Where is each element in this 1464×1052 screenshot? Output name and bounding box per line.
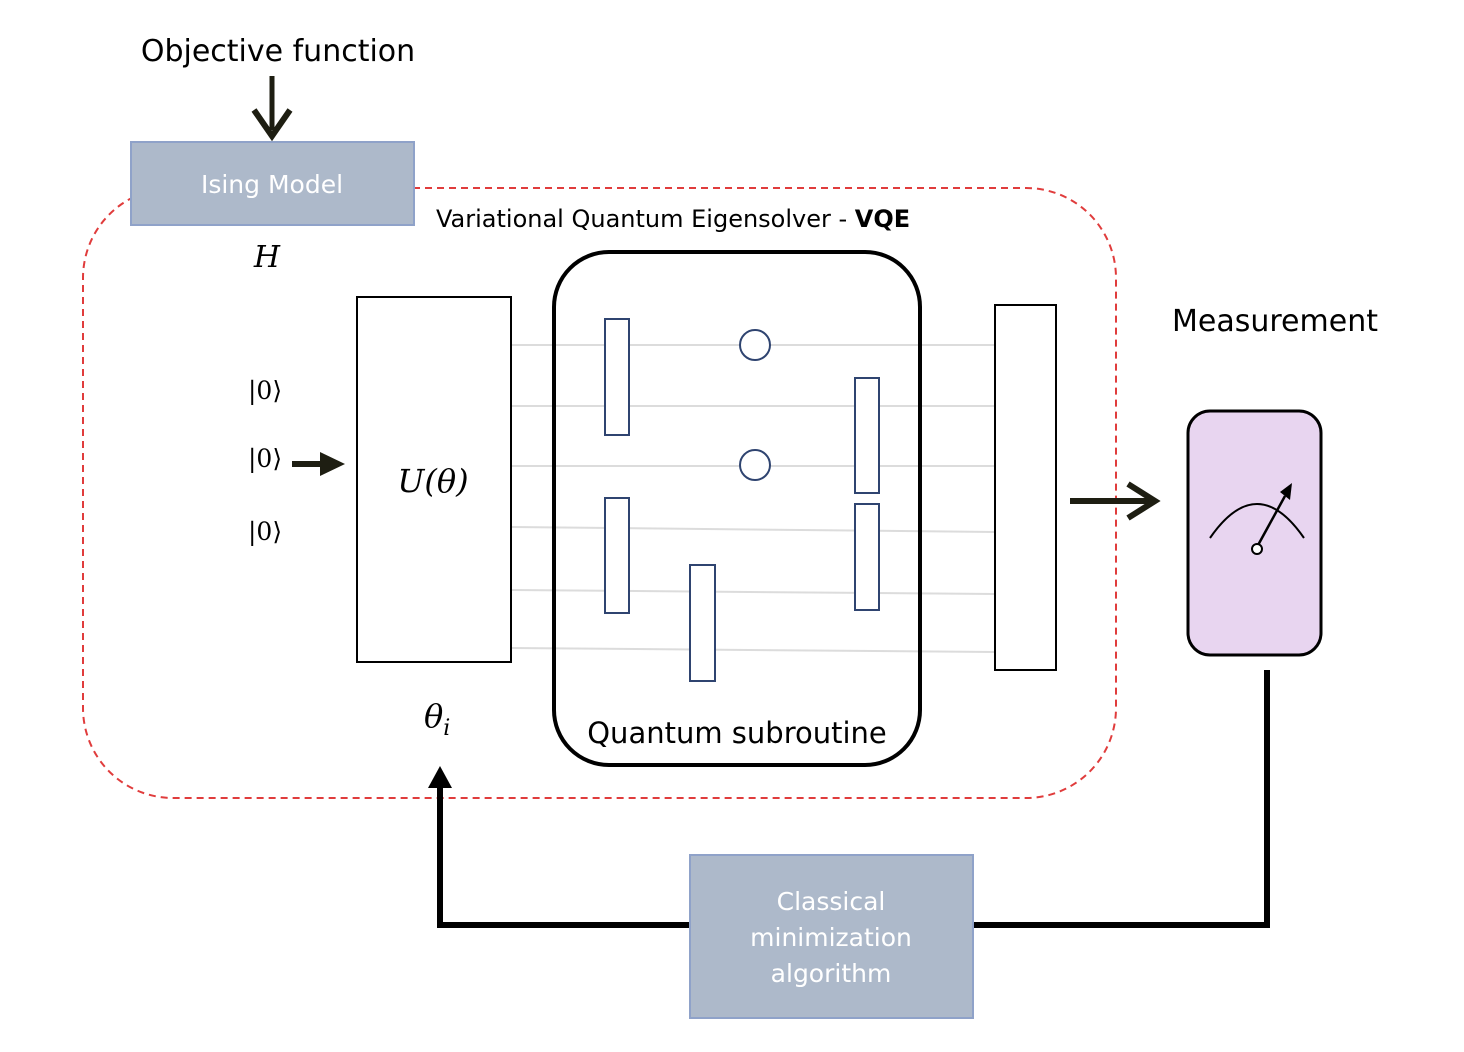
gate-3 bbox=[689, 564, 716, 682]
objective-function-label: Objective function bbox=[141, 34, 415, 69]
quantum-gates bbox=[604, 318, 880, 682]
control-dot-1 bbox=[739, 329, 771, 361]
feedback-line-right bbox=[973, 670, 1270, 928]
meter-arc-icon bbox=[1209, 503, 1305, 539]
vqe-title-prefix: Variational Quantum Eigensolver - bbox=[436, 205, 855, 233]
wire-4 bbox=[511, 526, 996, 533]
ising-model-label: Ising Model bbox=[201, 170, 343, 199]
meter-needle-head-icon bbox=[1280, 483, 1292, 500]
gate-5 bbox=[854, 503, 880, 611]
wire-6 bbox=[511, 647, 996, 653]
unitary-box bbox=[356, 296, 512, 663]
quantum-subroutine-box bbox=[552, 250, 922, 767]
meter-needle-icon bbox=[1255, 495, 1287, 548]
output-register-box bbox=[994, 304, 1057, 671]
theta-i-label: θi bbox=[424, 697, 450, 741]
input-arrow-head bbox=[320, 452, 345, 476]
meter-pivot-icon bbox=[1251, 543, 1263, 555]
measurement-label: Measurement bbox=[1172, 304, 1378, 339]
vqe-boundary bbox=[82, 187, 1117, 799]
classical-minimization-box bbox=[689, 854, 974, 1019]
gate-2 bbox=[604, 497, 630, 614]
feedback-arrow-head bbox=[428, 766, 452, 788]
theta-subscript: i bbox=[443, 716, 450, 741]
quantum-subroutine-label: Quantum subroutine bbox=[587, 716, 887, 750]
vqe-title-bold: VQE bbox=[855, 205, 910, 233]
control-dot-2 bbox=[739, 449, 771, 481]
objective-arrow-head bbox=[251, 108, 293, 142]
gate-1 bbox=[604, 318, 630, 436]
vqe-title: Variational Quantum Eigensolver - VQE bbox=[436, 205, 910, 233]
measurement-arrow-head bbox=[1126, 481, 1161, 521]
theta-base: θ bbox=[424, 697, 443, 735]
classical-line-3: algorithm bbox=[771, 959, 892, 988]
ket-zero-1: |0⟩ bbox=[248, 376, 282, 406]
ket-zero-3: |0⟩ bbox=[248, 517, 282, 547]
gate-4 bbox=[854, 377, 880, 494]
classical-line-2: minimization bbox=[750, 923, 912, 952]
classical-line-1: Classical bbox=[777, 887, 886, 916]
ket-zero-2: |0⟩ bbox=[248, 444, 282, 474]
feedback-line-left bbox=[437, 785, 690, 928]
wire-5 bbox=[511, 589, 996, 595]
ising-model-box bbox=[130, 141, 415, 226]
unitary-label: U(θ) bbox=[397, 462, 468, 500]
meter-box bbox=[1186, 409, 1323, 657]
hamiltonian-label: H bbox=[253, 240, 281, 275]
qubit-wires bbox=[511, 344, 996, 653]
